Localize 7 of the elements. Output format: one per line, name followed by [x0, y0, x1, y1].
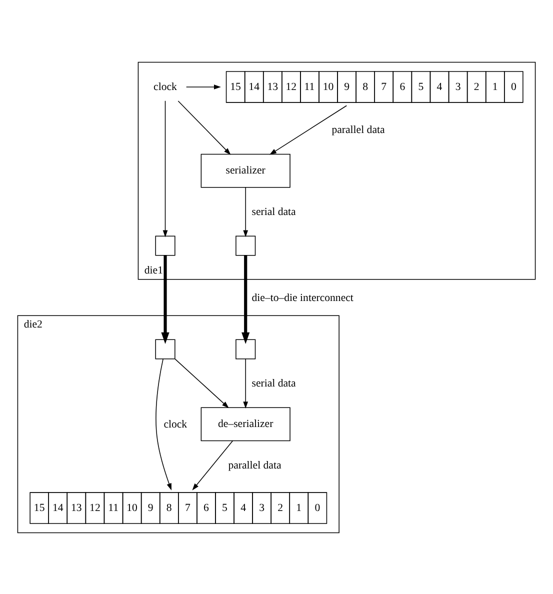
- edge-label: serial data: [252, 376, 296, 389]
- edge-label: parallel data: [228, 458, 282, 471]
- edge-label: die–to–die interconnect: [252, 291, 354, 304]
- edge-label: clock: [164, 418, 188, 430]
- edge-label: serial data: [252, 205, 296, 218]
- node-text: clock: [154, 80, 177, 92]
- edge-label: parallel data: [332, 124, 385, 136]
